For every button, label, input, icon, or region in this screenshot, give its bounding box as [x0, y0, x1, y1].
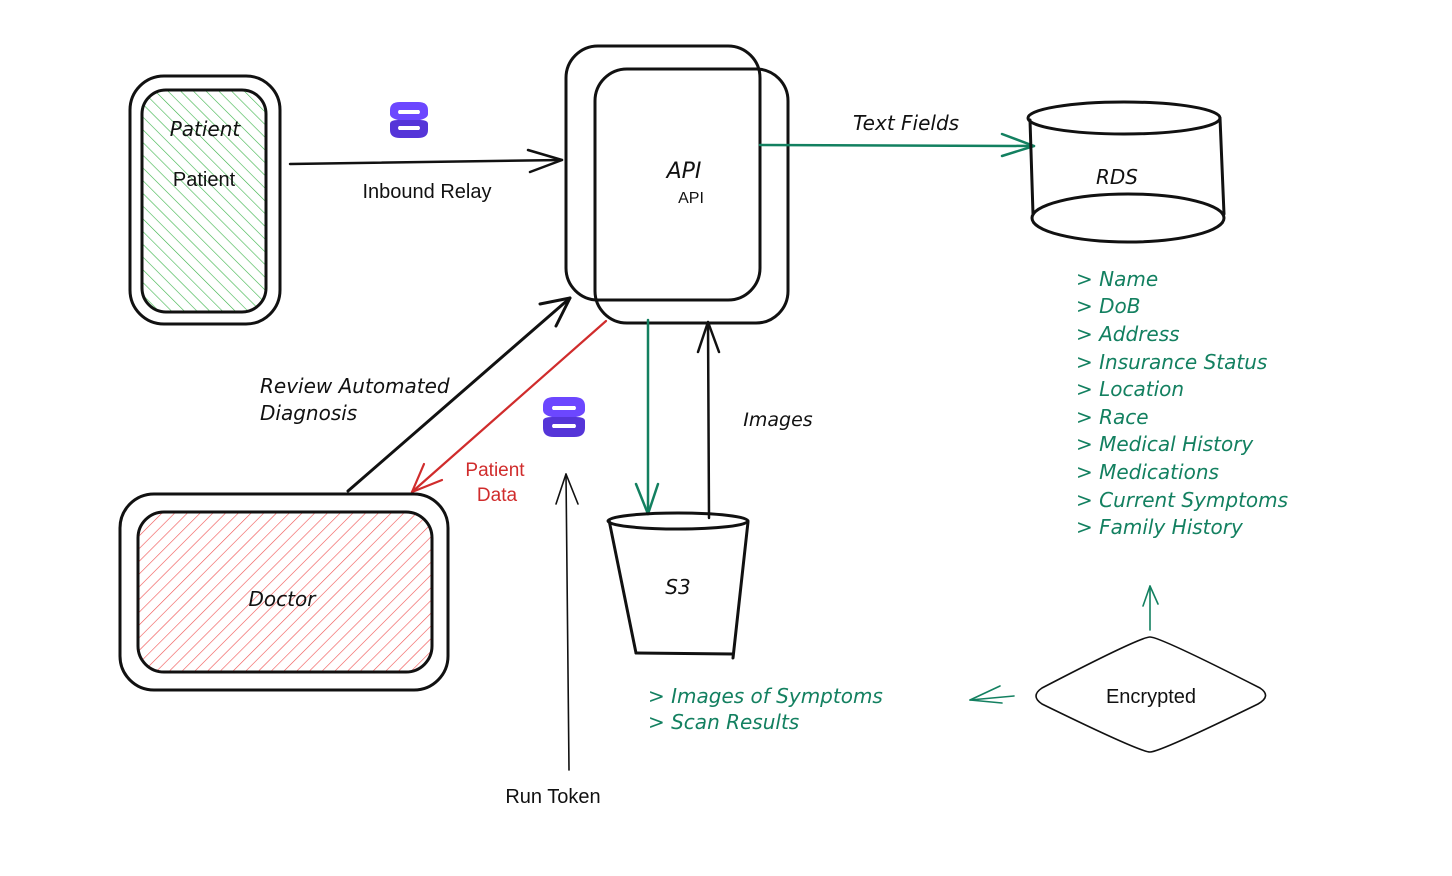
encrypted-to-s3-arrow[interactable]	[969, 685, 1015, 704]
s3-field-item: > Images of Symptoms	[648, 684, 883, 708]
rds-field-item: > Medical History	[1076, 432, 1254, 456]
encrypted-node[interactable]: Encrypted	[1035, 636, 1267, 753]
patient-data-label-line1: Patient	[465, 460, 525, 481]
api-node[interactable]: API API	[564, 44, 790, 325]
run-token-label: Run Token	[505, 786, 600, 808]
rds-field-item: > Location	[1076, 377, 1184, 401]
patient-inner-box	[140, 88, 268, 314]
text-fields-label: Text Fields	[853, 111, 959, 135]
patient-data-label-line2: Data	[477, 485, 518, 506]
patient-data-arrow[interactable]: Patient Data	[410, 319, 608, 506]
rds-field-item: > DoB	[1076, 294, 1140, 318]
patient-node[interactable]: Patient Patient	[128, 74, 282, 326]
s3-bucket-node[interactable]: S3	[606, 511, 750, 660]
encrypted-to-rds-arrow[interactable]	[1142, 585, 1159, 631]
review-diagnosis-arrow[interactable]: Review Automated Diagnosis	[260, 296, 572, 493]
stacked-rings-logo-icon	[390, 102, 428, 138]
inbound-relay-label: Inbound Relay	[363, 181, 492, 203]
inbound-relay-arrow[interactable]: Inbound Relay	[288, 148, 564, 203]
rds-label: RDS	[1096, 165, 1138, 189]
images-arrow[interactable]: Images	[696, 320, 813, 520]
rds-field-item: > Family History	[1076, 515, 1244, 539]
patient-label-hand: Patient	[170, 117, 242, 141]
rds-field-item: > Race	[1076, 405, 1149, 429]
rds-field-item: > Insurance Status	[1076, 350, 1267, 374]
encrypted-diamond	[1035, 636, 1267, 753]
rds-field-item: > Medications	[1076, 460, 1219, 484]
patient-label-plain: Patient	[173, 169, 236, 191]
s3-field-list: > Images of Symptoms > Scan Results	[648, 684, 883, 734]
rds-database-node[interactable]: RDS	[1026, 100, 1226, 244]
api-back-box	[564, 44, 762, 302]
rds-bottom-ellipse	[1030, 192, 1226, 244]
api-front-box	[593, 67, 790, 325]
s3-rim	[606, 511, 750, 531]
api-label-hand: API	[665, 159, 702, 184]
api-label-plain: API	[678, 190, 704, 207]
rds-field-list: > Name > DoB > Address > Insurance Statu…	[1076, 267, 1288, 539]
text-fields-arrow[interactable]: Text Fields	[758, 111, 1036, 158]
rds-field-item: > Address	[1076, 322, 1180, 346]
run-token-arrow[interactable]: Run Token	[505, 473, 601, 808]
encrypted-label: Encrypted	[1106, 686, 1196, 708]
doctor-node[interactable]: Doctor	[118, 492, 450, 692]
stacked-rings-logo-icon	[543, 397, 585, 437]
images-label: Images	[743, 409, 813, 431]
s3-field-item: > Scan Results	[648, 710, 799, 734]
s3-label: S3	[665, 575, 690, 599]
review-label-line1: Review Automated	[260, 374, 450, 398]
doctor-outer-border	[118, 492, 450, 692]
rds-field-item: > Name	[1076, 267, 1158, 291]
api-to-s3-arrow[interactable]	[634, 318, 660, 516]
doctor-inner-box	[136, 510, 434, 674]
rds-field-item: > Current Symptoms	[1076, 488, 1288, 512]
review-label-line2: Diagnosis	[260, 401, 357, 425]
patient-outer-border	[128, 74, 282, 326]
rds-top-ellipse	[1026, 100, 1222, 136]
doctor-label: Doctor	[249, 587, 318, 611]
